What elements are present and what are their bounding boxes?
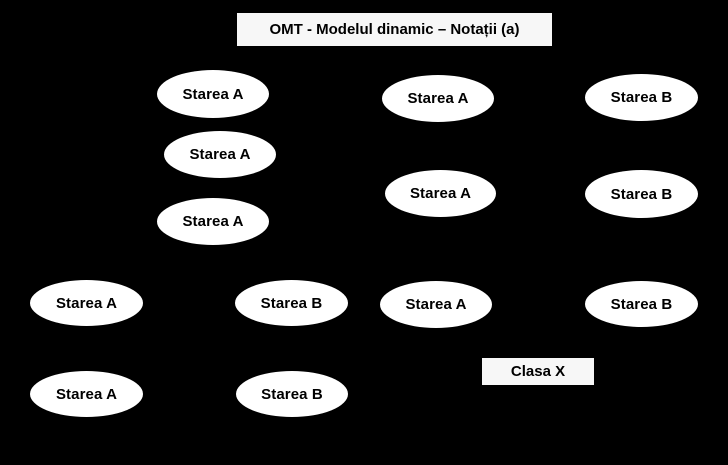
state-node-label: Starea B <box>610 89 673 106</box>
state-node-label: Starea A <box>407 90 469 107</box>
state-node-label: Starea A <box>405 296 467 313</box>
state-node[interactable]: Starea B <box>235 280 348 326</box>
state-node[interactable]: Starea A <box>385 170 496 217</box>
state-node[interactable]: Starea A <box>164 131 276 178</box>
state-node[interactable]: Starea A <box>382 75 494 122</box>
state-node-label: Starea B <box>261 385 323 403</box>
state-node[interactable]: Starea A <box>30 280 143 326</box>
state-node-label: Starea B <box>610 295 673 313</box>
state-node[interactable]: Starea B <box>236 371 348 417</box>
state-node[interactable]: Starea B <box>585 170 698 218</box>
state-node[interactable]: Starea B <box>585 74 698 121</box>
state-node-label: Starea A <box>189 146 251 163</box>
state-node-label: Starea A <box>182 213 244 230</box>
diagram-title-box: OMT - Modelul dinamic – Notații (a) <box>237 13 552 46</box>
state-node[interactable]: Starea B <box>585 281 698 327</box>
state-node[interactable]: Starea A <box>157 198 269 245</box>
state-node-label: Starea B <box>260 294 323 312</box>
state-node-label: Starea A <box>55 294 118 312</box>
state-node-label: Starea A <box>182 85 244 103</box>
diagram-title-label: OMT - Modelul dinamic – Notații (a) <box>269 21 520 38</box>
state-node[interactable]: Starea A <box>30 371 143 417</box>
state-node-label: Starea A <box>55 385 118 403</box>
state-node[interactable]: Starea A <box>380 281 492 328</box>
class-node-label: Clasa X <box>510 363 566 380</box>
state-node-label: Starea B <box>610 185 673 203</box>
class-node[interactable]: Clasa X <box>481 357 595 386</box>
state-node-label: Starea A <box>409 185 472 202</box>
state-node[interactable]: Starea A <box>157 70 269 118</box>
